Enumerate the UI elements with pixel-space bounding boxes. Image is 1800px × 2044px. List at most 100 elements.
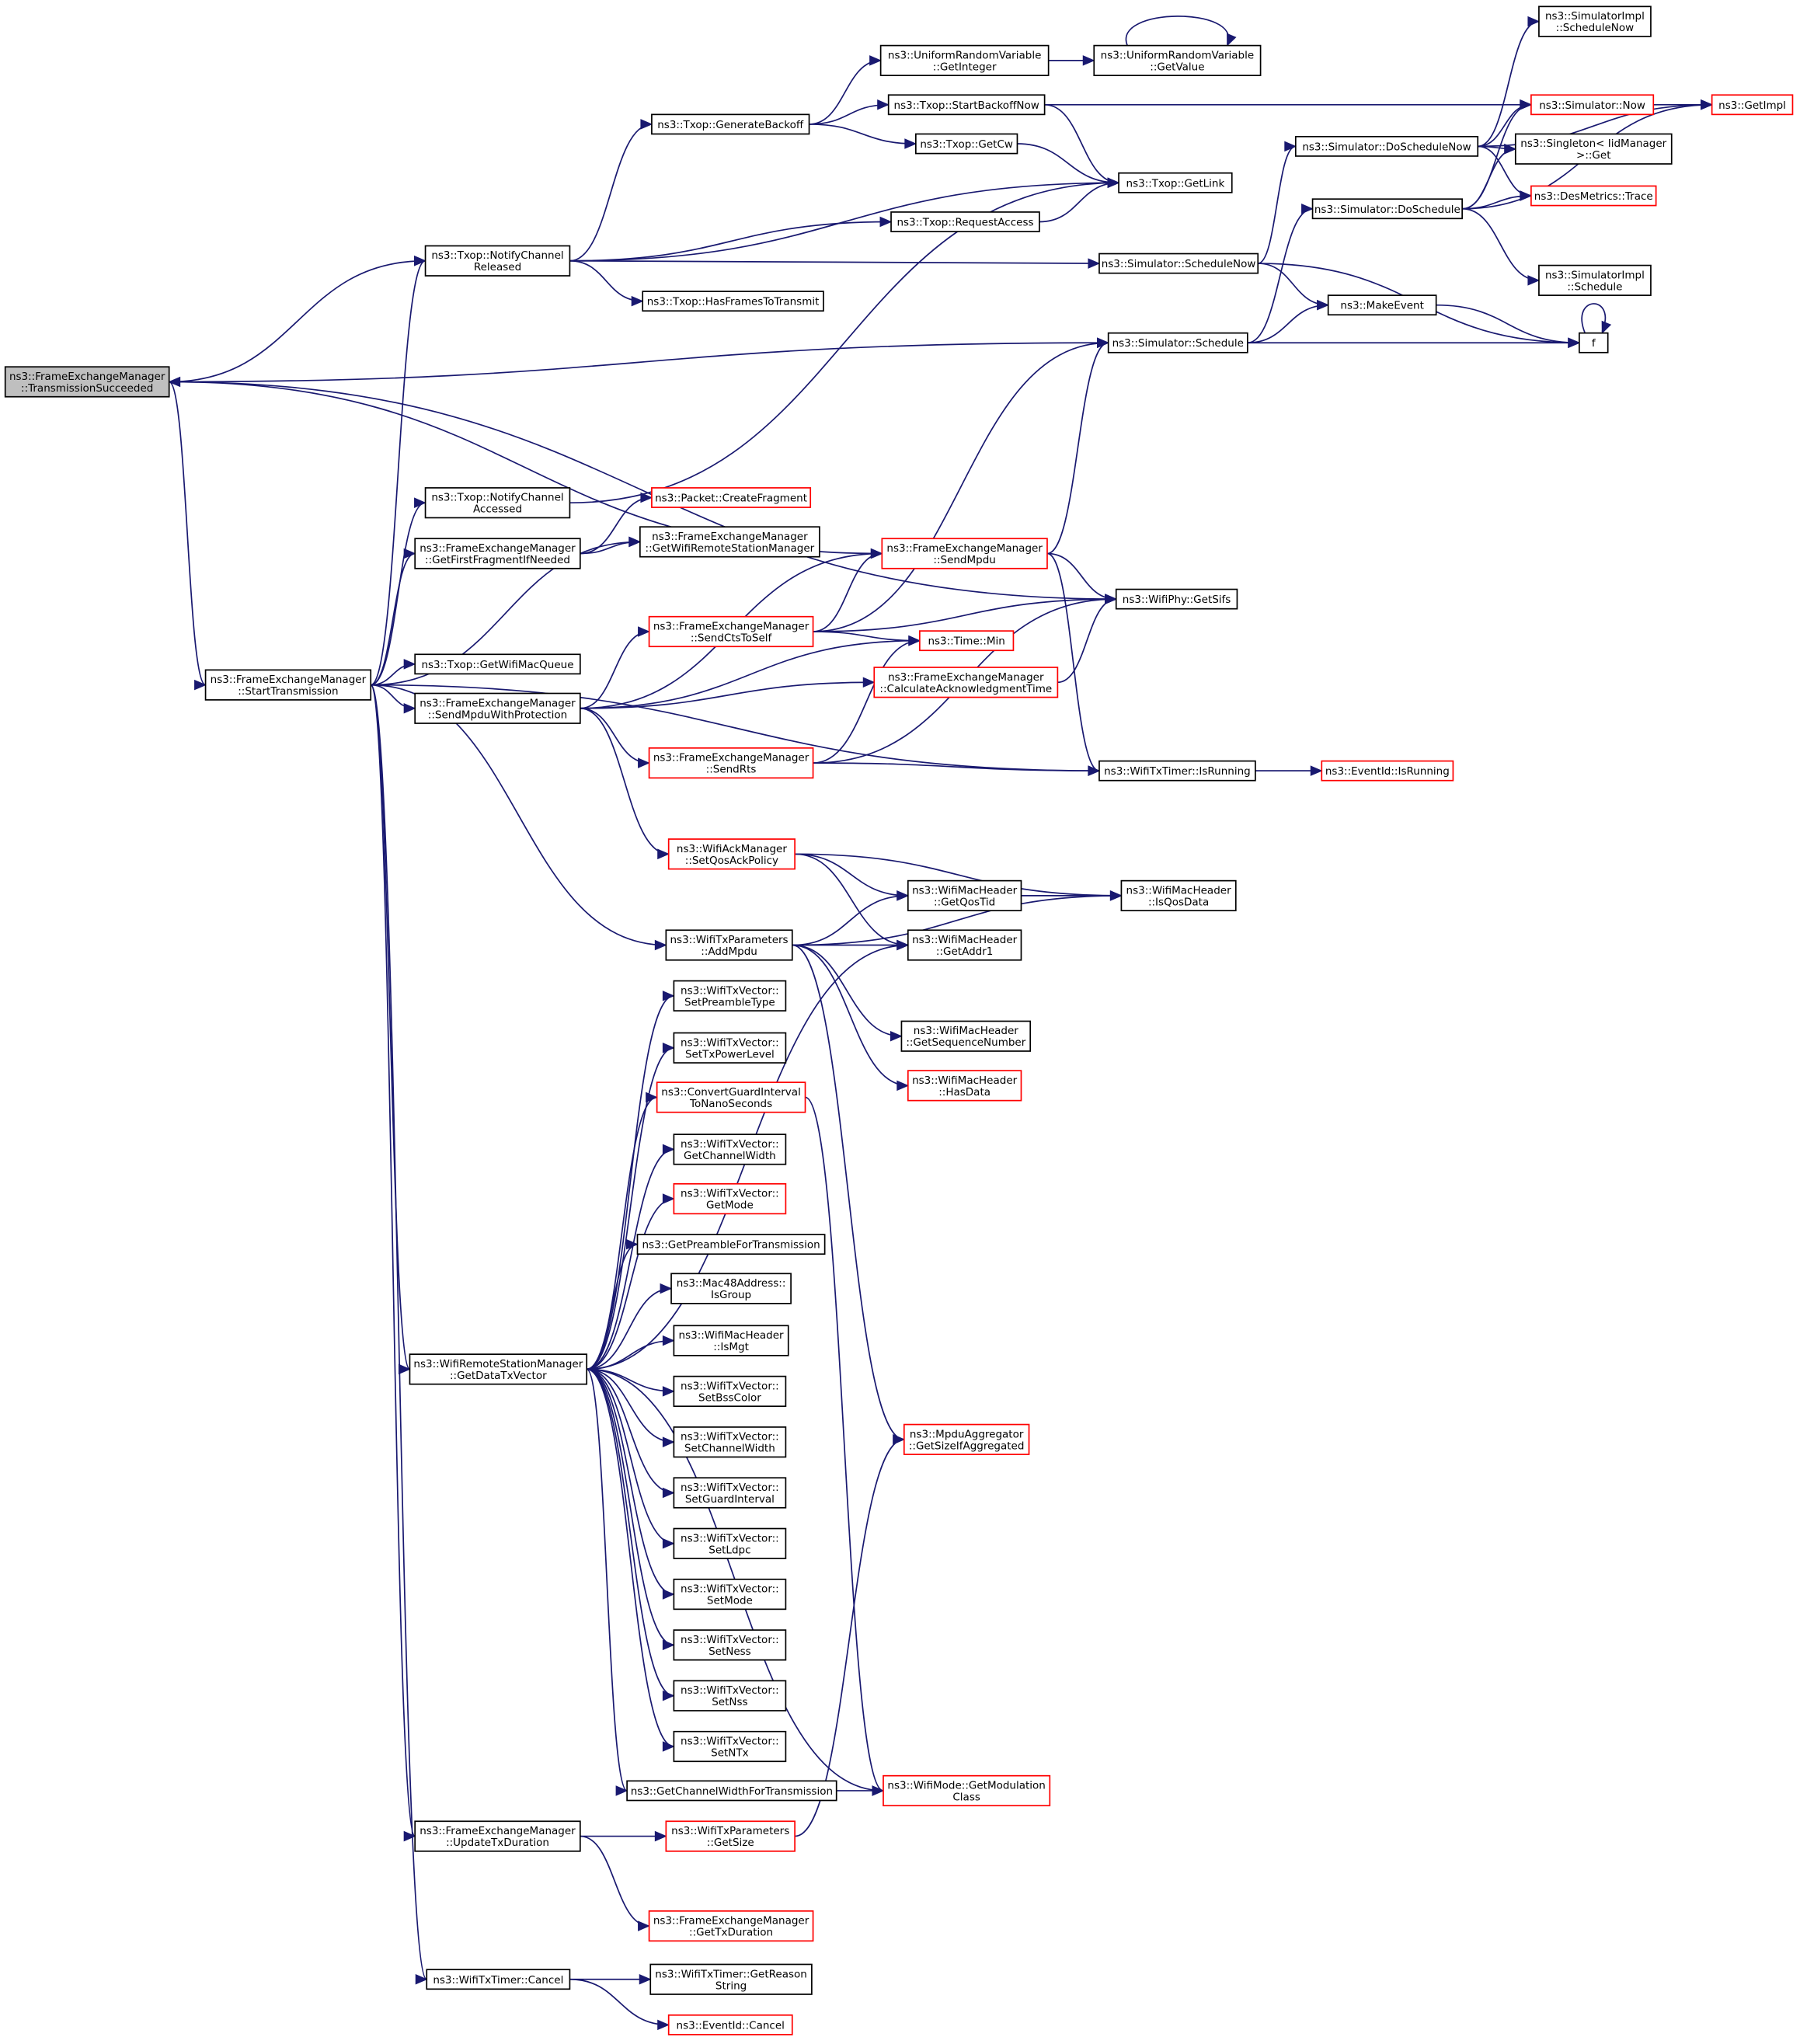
node-box	[1311, 198, 1463, 220]
node-sness[interactable]: ns3::WifiTxVector::SetNess	[673, 1629, 787, 1661]
node-ga1[interactable]: ns3::WifiMacHeader::GetAddr1	[907, 929, 1022, 961]
node-tss[interactable]: ns3::FrameExchangeManager::TransmissionS…	[4, 366, 170, 398]
node-cf[interactable]: ns3::Packet::CreateFragment	[651, 487, 812, 508]
node-box	[649, 1963, 813, 1995]
node-srts[interactable]: ns3::FrameExchangeManager::SendRts	[648, 747, 814, 779]
node-tmin[interactable]: ns3::Time::Min	[919, 630, 1015, 652]
node-gpft[interactable]: ns3::GetPreambleForTransmission	[636, 1234, 826, 1255]
node-label: ns3::Txop::StartBackoffNow	[894, 99, 1039, 112]
node-sm[interactable]: ns3::FrameExchangeManager::SendMpdu	[881, 538, 1048, 569]
node-gcwft[interactable]: ns3::GetChannelWidthForTransmission	[626, 1780, 837, 1802]
node-iqd[interactable]: ns3::WifiMacHeader::IsQosData	[1120, 879, 1237, 911]
node-gsize[interactable]: ns3::WifiTxParameters::GetSize	[665, 1820, 796, 1852]
node-mig[interactable]: ns3::Mac48Address::IsGroup	[670, 1273, 792, 1304]
node-gcw[interactable]: ns3::Txop::GetCw	[914, 133, 1018, 155]
node-snss[interactable]: ns3::WifiTxVector::SetNss	[673, 1680, 787, 1711]
node-f[interactable]: f	[1578, 332, 1609, 353]
edge-gcw-to-glink	[1017, 143, 1120, 189]
node-box	[673, 1527, 787, 1559]
node-gqt[interactable]: ns3::WifiMacHeader::GetQosTid	[907, 879, 1022, 911]
node-gwmq[interactable]: ns3::Txop::GetWifiMacQueue	[414, 653, 581, 675]
node-me[interactable]: ns3::MakeEvent	[1327, 294, 1437, 316]
edge-am-to-hd	[792, 944, 910, 1092]
node-ds[interactable]: ns3::Simulator::DoSchedule	[1311, 198, 1463, 220]
edge-srts-to-tmin	[813, 635, 921, 764]
node-utd[interactable]: ns3::FrameExchangeManager::UpdateTxDurat…	[414, 1820, 581, 1852]
edge-line	[169, 259, 426, 383]
node-box	[665, 1820, 796, 1852]
node-label: ::GetSize	[707, 1837, 754, 1849]
node-label: ns3::UniformRandomVariable	[888, 49, 1042, 61]
edge-tss-to-ncr	[169, 255, 426, 383]
node-sbn[interactable]: ns3::Txop::StartBackoffNow	[887, 94, 1046, 116]
node-gwrsm[interactable]: ns3::FrameExchangeManager::GetWifiRemote…	[639, 526, 820, 558]
node-gm[interactable]: ns3::WifiTxVector::GetMode	[673, 1182, 787, 1215]
node-sntx[interactable]: ns3::WifiTxVector::SetNTx	[673, 1730, 787, 1763]
edge-line	[1044, 103, 1119, 184]
node-sgi[interactable]: ns3::WifiTxVector::SetGuardInterval	[673, 1477, 787, 1509]
node-glink[interactable]: ns3::Txop::GetLink	[1118, 172, 1233, 193]
node-cat[interactable]: ns3::FrameExchangeManager::CalculateAckn…	[873, 667, 1059, 698]
node-gffin[interactable]: ns3::FrameExchangeManager::GetFirstFragm…	[414, 538, 581, 569]
node-box	[1120, 879, 1237, 911]
node-label: ns3::WifiMacHeader	[679, 1329, 785, 1342]
node-hd[interactable]: ns3::WifiMacHeader::HasData	[907, 1070, 1022, 1102]
node-gsifs[interactable]: ns3::WifiPhy::GetSifs	[1115, 588, 1238, 610]
edge-gcwft-to-gmc	[836, 1785, 885, 1796]
node-spt[interactable]: ns3::WifiTxVector::SetPreambleType	[673, 980, 787, 1012]
node-sched[interactable]: ns3::Simulator::Schedule	[1107, 332, 1248, 353]
edge-arrowhead	[1284, 141, 1297, 152]
node-gb[interactable]: ns3::Txop::GenerateBackoff	[651, 113, 810, 135]
node-smwp[interactable]: ns3::FrameExchangeManager::SendMpduWithP…	[414, 692, 581, 724]
node-gsn[interactable]: ns3::WifiMacHeader::GetSequenceNumber	[900, 1020, 1032, 1052]
node-ra[interactable]: ns3::Txop::RequestAccess	[890, 211, 1040, 232]
node-label: ns3::FrameExchangeManager	[420, 1825, 576, 1837]
edge-arrowhead	[1527, 275, 1541, 286]
node-gdtv[interactable]: ns3::WifiRemoteStationManager::GetDataTx…	[409, 1353, 588, 1385]
node-sbc[interactable]: ns3::WifiTxVector::SetBssColor	[673, 1375, 787, 1407]
edge-am-to-iqd	[792, 890, 1123, 946]
node-sldpc[interactable]: ns3::WifiTxVector::SetLdpc	[673, 1527, 787, 1559]
node-cancel[interactable]: ns3::WifiTxTimer::Cancel	[426, 1969, 571, 1990]
node-gcwv[interactable]: ns3::WifiTxVector::GetChannelWidth	[673, 1133, 787, 1165]
node-scts[interactable]: ns3::FrameExchangeManager::SendCtsToSelf	[648, 615, 814, 648]
node-label: ns3::FrameExchangeManager	[888, 671, 1044, 684]
node-smode[interactable]: ns3::WifiTxVector::SetMode	[673, 1578, 787, 1610]
node-urvi[interactable]: ns3::UniformRandomVariable::GetInteger	[879, 44, 1050, 76]
node-label: ns3::WifiTxVector::	[681, 1532, 779, 1544]
node-urvv[interactable]: ns3::UniformRandomVariable::GetValue	[1093, 44, 1262, 76]
node-gtd[interactable]: ns3::FrameExchangeManager::GetTxDuration	[648, 1910, 814, 1942]
node-label: ns3::Simulator::Now	[1539, 99, 1645, 112]
node-imgt[interactable]: ns3::WifiMacHeader::IsMgt	[673, 1325, 789, 1356]
edge-line	[1462, 207, 1539, 281]
node-st[interactable]: ns3::FrameExchangeManager::StartTransmis…	[204, 669, 372, 701]
node-schedNow[interactable]: ns3::Simulator::ScheduleNow	[1098, 252, 1259, 274]
edge-line	[1258, 263, 1328, 306]
node-now[interactable]: ns3::Simulator::Now	[1530, 94, 1655, 116]
node-dsn[interactable]: ns3::Simulator::DoScheduleNow	[1294, 135, 1479, 157]
node-sis[interactable]: ns3::SimulatorImpl::Schedule	[1538, 264, 1652, 296]
node-am[interactable]: ns3::WifiTxParameters::AddMpdu	[665, 929, 793, 961]
node-dmt[interactable]: ns3::DesMetrics::Trace	[1530, 185, 1657, 207]
node-hftt[interactable]: ns3::Txop::HasFramesToTransmit	[642, 291, 824, 312]
node-sqap[interactable]: ns3::WifiAckManager::SetQosAckPolicy	[667, 838, 796, 870]
edge-line	[809, 124, 916, 145]
node-gimpl[interactable]: ns3::GetImpl	[1711, 94, 1794, 116]
node-magg[interactable]: ns3::MpduAggregator::GetSizeIfAggregated	[903, 1423, 1030, 1455]
node-sisn[interactable]: ns3::SimulatorImpl::ScheduleNow	[1538, 5, 1652, 37]
node-singleton[interactable]: ns3::Singleton< IidManager>::Get	[1514, 133, 1673, 165]
node-ecancel[interactable]: ns3::EventId::Cancel	[667, 2014, 793, 2035]
edge-wtir-to-eir	[1255, 765, 1323, 776]
node-label: ns3::Txop::GenerateBackoff	[657, 119, 804, 131]
edge-arrowhead	[1701, 99, 1713, 110]
node-wtir[interactable]: ns3::WifiTxTimer::IsRunning	[1098, 760, 1256, 782]
node-stpl[interactable]: ns3::WifiTxVector::SetTxPowerLevel	[673, 1032, 787, 1064]
node-eir[interactable]: ns3::EventId::IsRunning	[1321, 760, 1454, 782]
node-label: ::SetQosAckPolicy	[685, 855, 778, 867]
node-scw[interactable]: ns3::WifiTxVector::SetChannelWidth	[673, 1426, 787, 1458]
